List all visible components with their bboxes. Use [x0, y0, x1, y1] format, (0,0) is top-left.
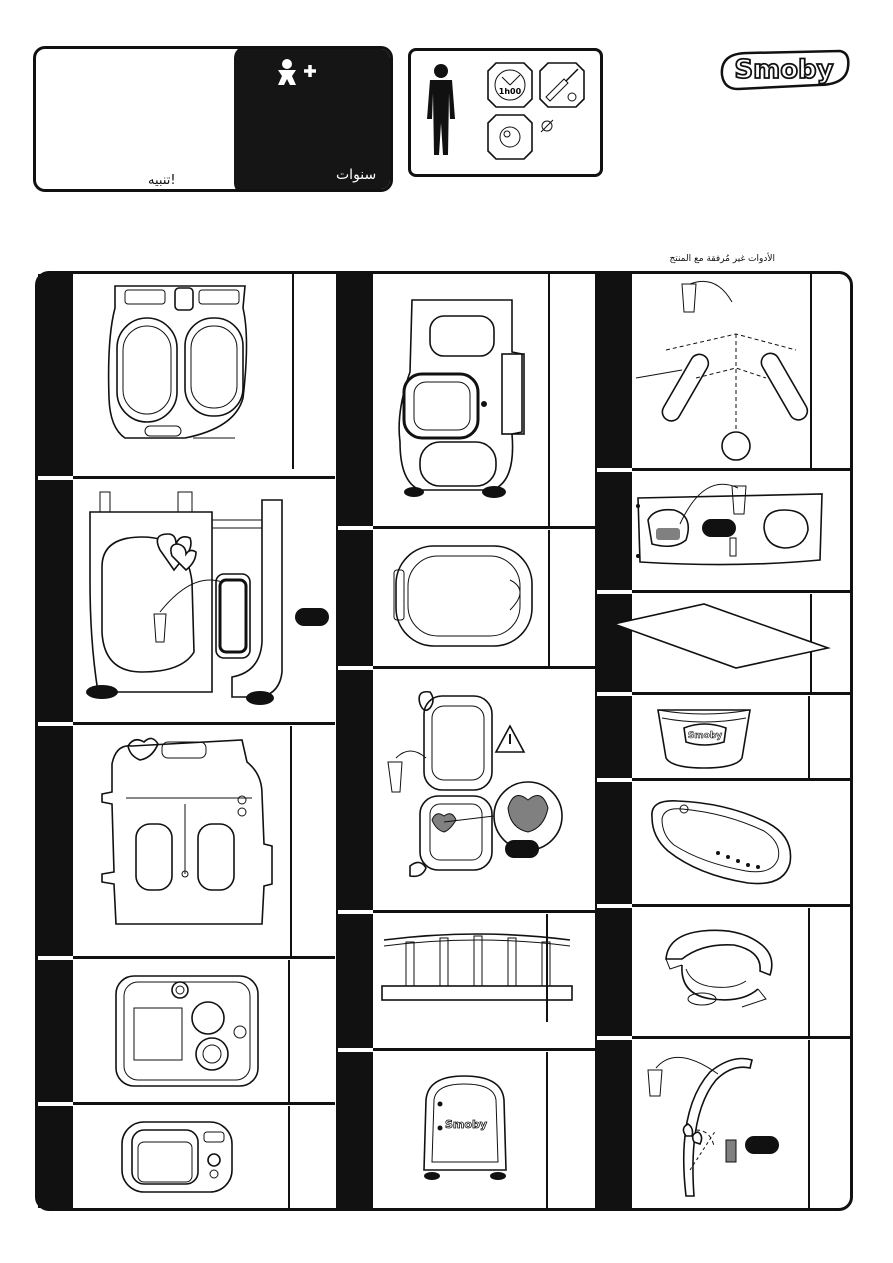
part-6-illustration — [398, 299, 525, 498]
warning-box: سنوات تنبيه! — [33, 46, 393, 192]
part-number-band-11 — [597, 274, 632, 468]
smoby-logo-basket: Smoby — [688, 731, 722, 741]
quantity-badge — [295, 608, 329, 626]
part-2-illustration — [86, 491, 283, 705]
part-number-band-1 — [38, 274, 73, 476]
part-10-illustration: Smoby — [423, 1075, 507, 1180]
age-label: سنوات — [336, 167, 377, 183]
part-number-band-12 — [597, 472, 632, 590]
tools-box: 1h00 — [408, 48, 603, 177]
part-4-illustration — [115, 975, 259, 1087]
part-number-band-8 — [338, 670, 373, 910]
svg-text:Smoby: Smoby — [734, 55, 833, 85]
part-number-band-2 — [38, 480, 73, 722]
child-plus-icon — [278, 59, 316, 85]
part-number-band-6 — [338, 274, 373, 526]
part-number-band-7 — [338, 530, 373, 666]
part-number-band-4 — [38, 960, 73, 1102]
part-number-band-15 — [597, 782, 632, 904]
part-7-illustration — [393, 545, 533, 647]
part-17-illustration — [647, 1056, 753, 1197]
quantity-badge — [745, 1136, 779, 1154]
clock-icon: 1h00 — [487, 62, 533, 108]
part-12-illustration — [636, 483, 823, 566]
parts-frame — [35, 271, 853, 1211]
part-11-illustration — [635, 280, 809, 461]
part-number-band-13 — [597, 594, 632, 692]
part-number-band-14 — [597, 696, 632, 778]
screwdriver-icon — [539, 62, 585, 108]
part-number-band-10 — [338, 1052, 373, 1208]
battery-icon — [487, 114, 533, 160]
part-9-illustration — [381, 933, 573, 1001]
part-13-illustration — [611, 603, 831, 669]
part-8-illustration — [387, 690, 563, 878]
part-3-illustration — [101, 737, 273, 925]
warning-label: تنبيه! — [148, 173, 176, 188]
adult-icon — [427, 64, 455, 155]
part-16-illustration — [665, 929, 773, 1008]
quantity-badge — [702, 519, 736, 537]
tools-not-included-note: الأدوات غير مُرفقة مع المنتج — [669, 254, 775, 264]
quantity-badge — [505, 840, 539, 858]
part-number-band-3 — [38, 726, 73, 956]
part-15-illustration — [651, 800, 792, 885]
part-5-illustration — [121, 1121, 233, 1193]
part-number-band-9 — [338, 914, 373, 1048]
part-number-band-17 — [597, 1040, 632, 1208]
smoby-logo: Smoby — [720, 49, 850, 91]
part-1-illustration — [107, 285, 248, 439]
part-number-band-5 — [38, 1106, 73, 1208]
part-14-illustration: Smoby — [657, 709, 751, 769]
time-label: 1h00 — [499, 87, 522, 96]
part-number-band-16 — [597, 908, 632, 1036]
diameter-icon — [540, 119, 554, 133]
smoby-logo-small: Smoby — [445, 1118, 487, 1131]
